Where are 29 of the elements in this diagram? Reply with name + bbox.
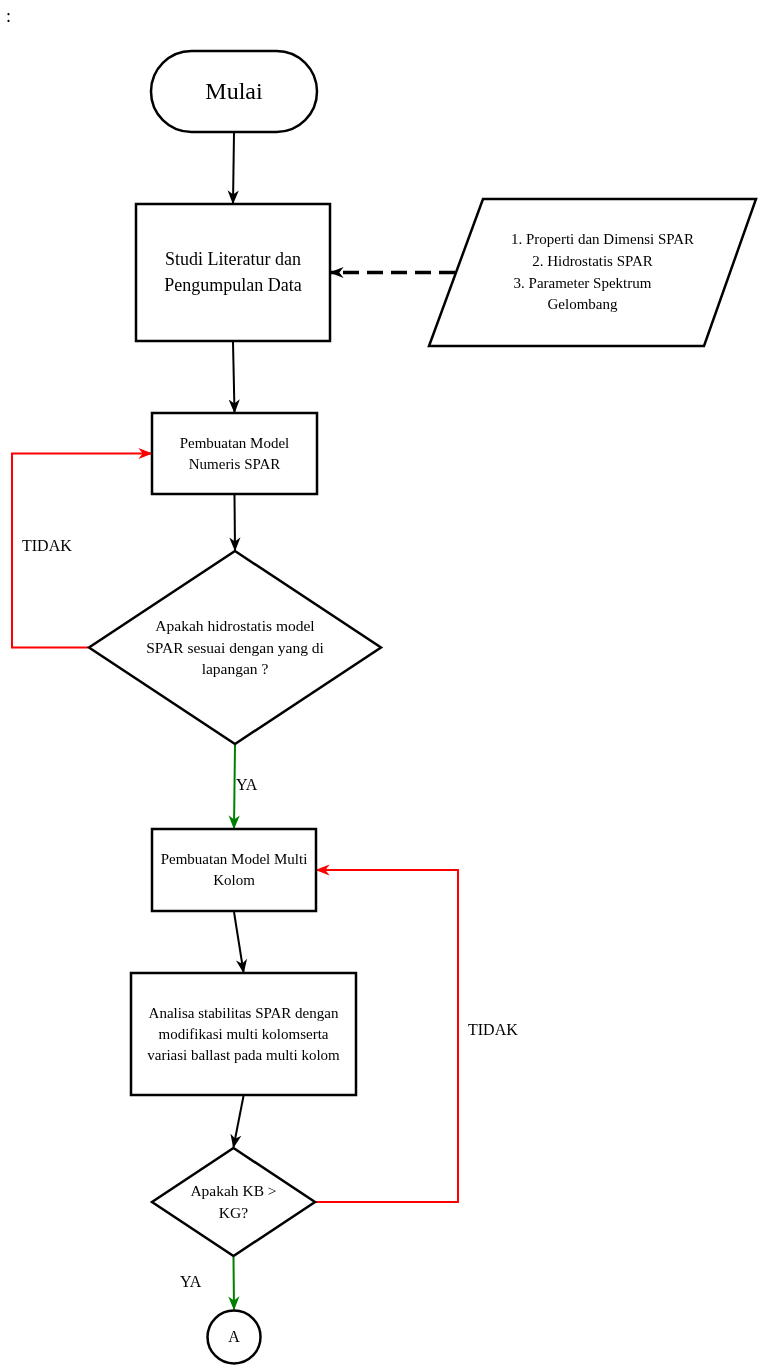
node-text: Analisa stabilitas SPAR dengan modifikasi multi kolomserta variasi ballast pada multi kolom	[146, 1003, 341, 1065]
node-text: Pembuatan Model Numeris SPAR	[178, 433, 291, 474]
node-text: Mulai	[205, 76, 263, 106]
process-box	[135, 203, 331, 342]
node-text: Apakah KB > KG?	[189, 1181, 278, 1223]
arrow	[230, 1095, 245, 1149]
process-box	[151, 412, 318, 495]
arrow	[11, 447, 153, 649]
node-text: A	[228, 1326, 240, 1347]
arrow	[228, 341, 240, 414]
input-parallelogram	[428, 198, 757, 347]
node-text: 3. Parameter Spektrum Gelombang	[512, 273, 653, 315]
node-text: 2. Hidrostatis SPAR	[532, 251, 653, 271]
arrow	[229, 494, 241, 552]
decision-diamond	[88, 550, 382, 745]
arrow	[228, 744, 240, 830]
note-text: :	[6, 6, 11, 27]
arrow	[233, 911, 248, 974]
process-box	[130, 972, 357, 1096]
connector-circle	[206, 1309, 262, 1365]
decision-diamond	[151, 1147, 316, 1257]
arrow	[228, 1256, 240, 1311]
process-box	[151, 828, 317, 912]
node-text: Apakah hidrostatis model SPAR sesuai dengan yang di lapangan ?	[145, 615, 325, 680]
arrow	[315, 864, 459, 1203]
node-text: 1. Properti dan Dimensi SPAR	[510, 230, 695, 249]
node-text: Studi Literatur dan Pengumpulan Data	[163, 248, 303, 297]
arrow	[227, 132, 239, 205]
node-text: Pembuatan Model Multi Kolom	[159, 850, 309, 890]
